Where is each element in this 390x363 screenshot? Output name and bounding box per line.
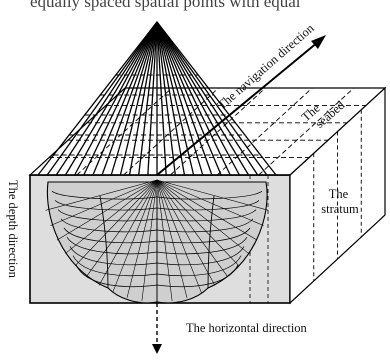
- label-stratum-text: The: [329, 187, 349, 201]
- depth-arrow-head: [152, 344, 162, 354]
- depth-axis: [152, 303, 162, 354]
- label-stratum: The stratum: [321, 187, 359, 216]
- footprint-lobes: [45, 179, 269, 304]
- navigation-arrow: [156, 35, 326, 176]
- beam-fan: [30, 21, 290, 176]
- label-stratum-line2: stratum: [321, 202, 359, 216]
- stratum-grid: [30, 109, 362, 304]
- label-horizontal-direction: The horizontal direction: [186, 321, 308, 335]
- navigation-arrow-head: [311, 35, 326, 49]
- header-fragment: equally spaced spatial points with equal: [30, 0, 301, 11]
- label-depth-direction: The depth direction: [6, 180, 20, 279]
